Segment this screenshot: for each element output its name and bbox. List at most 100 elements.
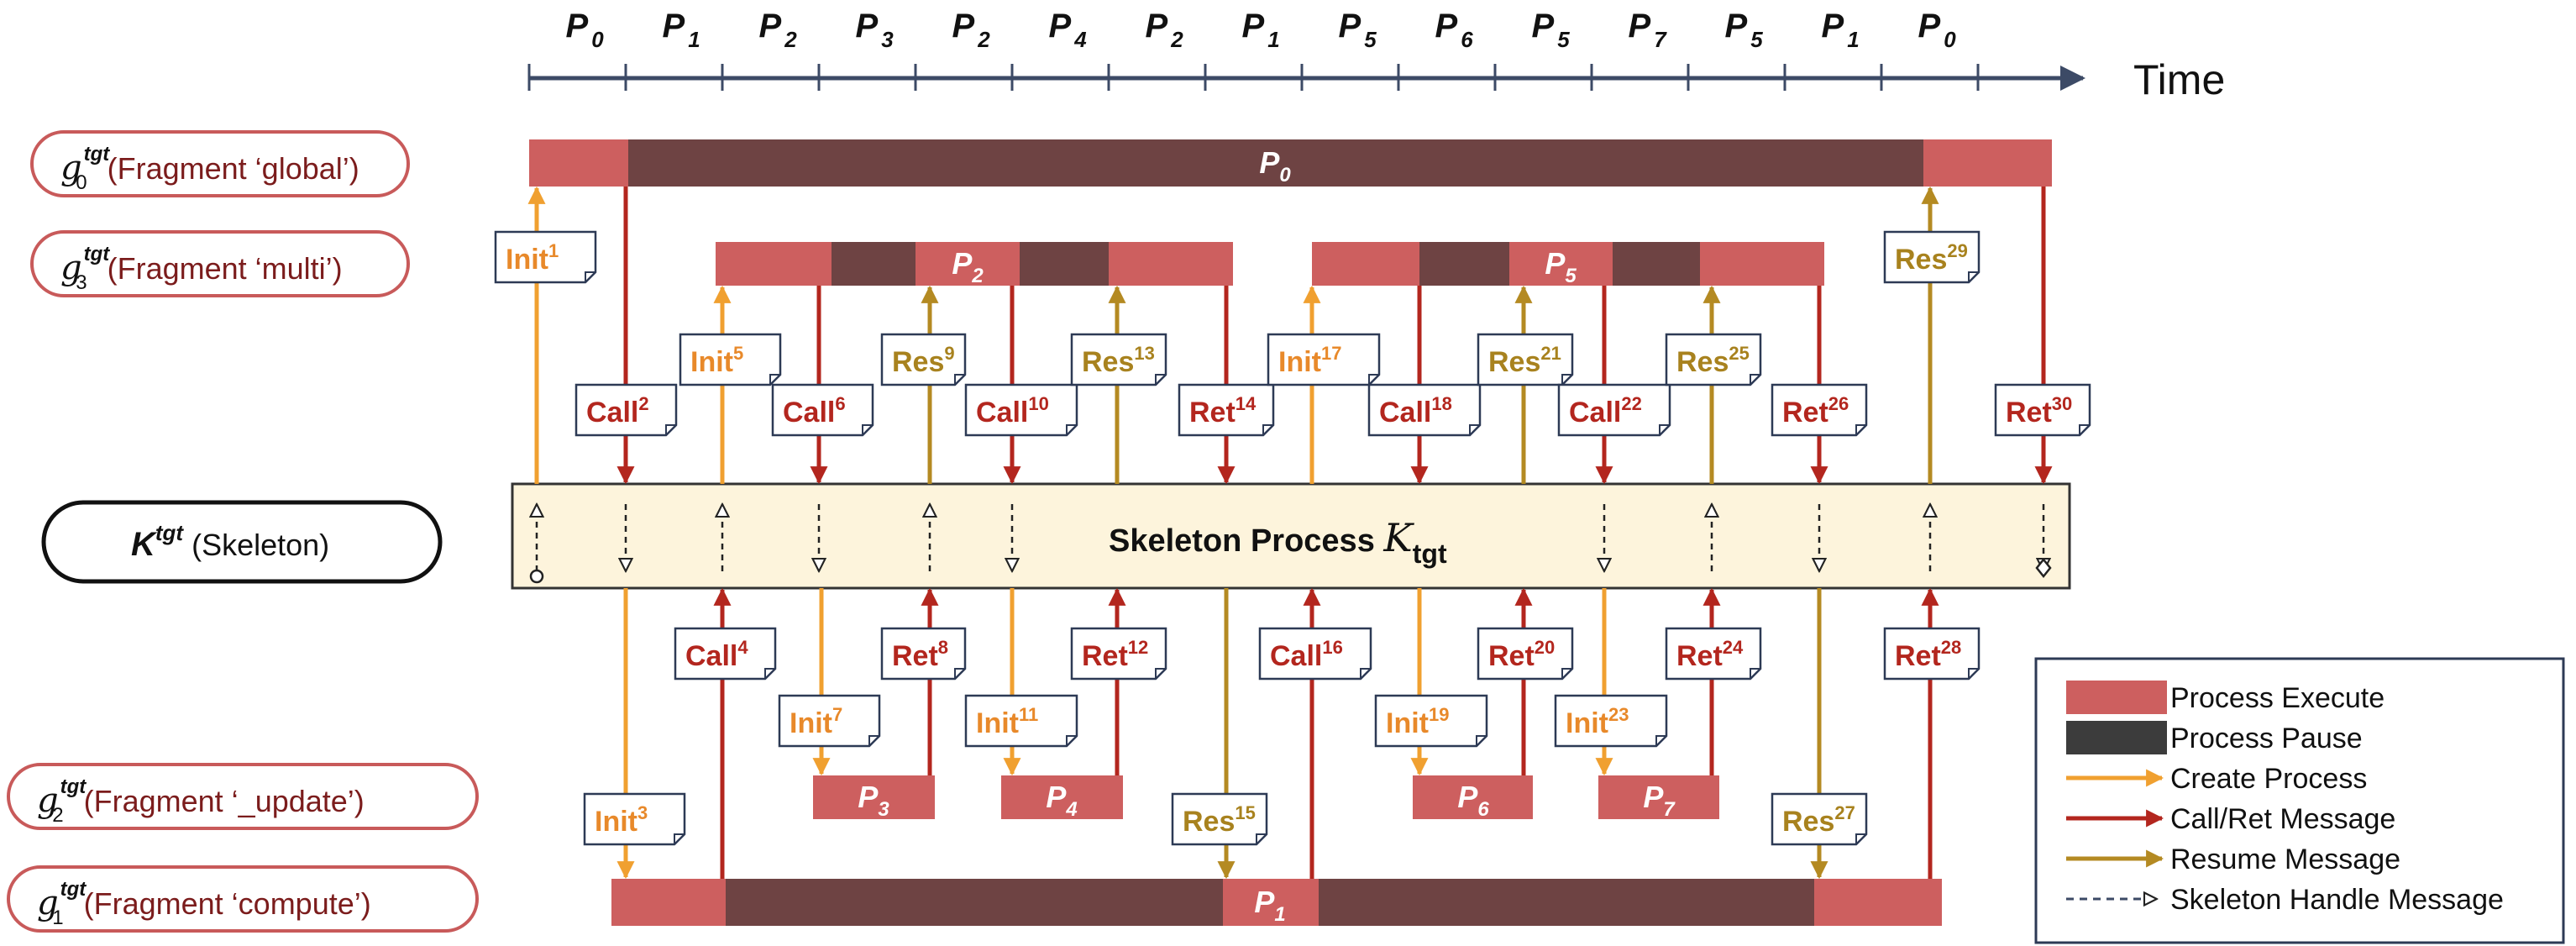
svg-text:Ret12: Ret12 xyxy=(1082,637,1148,672)
message-label-res-9: Res9 xyxy=(880,333,967,386)
process-label: P5 xyxy=(1545,246,1577,287)
process-bar-P7: P7 xyxy=(1598,775,1719,821)
svg-text:Res27: Res27 xyxy=(1782,802,1855,838)
message-label-ret-12: Ret12 xyxy=(1070,627,1167,681)
pause-segment xyxy=(1419,242,1509,286)
process-bar-P2: P2 xyxy=(716,242,1233,287)
execute-segment xyxy=(611,879,726,926)
execute-segment xyxy=(716,242,832,286)
message-label-res-25: Res25 xyxy=(1665,333,1762,386)
skeleton-handle-arrow xyxy=(531,504,543,584)
message-label-init-11: Init11 xyxy=(964,694,1078,748)
message-label-ret-14: Ret14 xyxy=(1178,383,1275,437)
process-label: P2 xyxy=(952,246,984,287)
execute-segment xyxy=(529,139,628,187)
skeleton-process: Skeleton Process Ktgt xyxy=(511,482,2071,590)
legend-item-handle: Skeleton Handle Message xyxy=(2066,884,2504,916)
svg-text:Init19: Init19 xyxy=(1386,704,1449,739)
svg-text:Res25: Res25 xyxy=(1676,343,1750,378)
process-label: P0 xyxy=(1259,145,1291,187)
process-label: P3 xyxy=(858,780,889,821)
svg-text:Ret26: Ret26 xyxy=(1782,393,1849,428)
message-label-init-17: Init17 xyxy=(1267,333,1381,386)
legend-swatch-execute xyxy=(2066,681,2167,714)
legend-item-resume: Resume Message xyxy=(2066,844,2400,875)
message-label-init-3: Init3 xyxy=(583,792,686,846)
process-label: P1 xyxy=(1254,885,1285,926)
message-label-call-16: Call16 xyxy=(1258,627,1372,681)
message-label-call-2: Call2 xyxy=(574,383,678,437)
message-label-ret-24: Ret24 xyxy=(1665,627,1762,681)
svg-text:Res15: Res15 xyxy=(1183,802,1256,838)
message-label-init-23: Init23 xyxy=(1554,694,1668,748)
legend-item-create: Create Process xyxy=(2066,763,2367,795)
svg-text:Call22: Call22 xyxy=(1569,393,1642,428)
execute-segment xyxy=(1312,242,1419,286)
svg-text:Init17: Init17 xyxy=(1278,343,1341,378)
skeleton-process-box xyxy=(511,482,2071,590)
svg-text:Init7: Init7 xyxy=(790,704,842,739)
legend-label: Skeleton Handle Message xyxy=(2170,884,2504,916)
svg-text:Ret20: Ret20 xyxy=(1488,637,1555,672)
pause-segment xyxy=(726,879,1223,926)
execute-segment xyxy=(1109,242,1233,286)
execute-segment xyxy=(916,242,1020,286)
execute-segment xyxy=(1700,242,1824,286)
fragment-label-k: Ktgt (Skeleton) xyxy=(41,500,443,584)
legend-swatch-pause xyxy=(2066,721,2167,754)
message-label-ret-26: Ret26 xyxy=(1771,383,1868,437)
legend-item-callret: Call/Ret Message xyxy=(2066,803,2395,835)
process-label: P4 xyxy=(1046,780,1077,821)
message-label-ret-28: Ret28 xyxy=(1883,627,1981,681)
message-labels: Init1Call2Init3Call4Init5Call6Init7Ret8R… xyxy=(494,230,2091,846)
message-label-call-6: Call6 xyxy=(771,383,874,437)
message-label-res-13: Res13 xyxy=(1070,333,1167,386)
legend-item-pause: Process Pause xyxy=(2066,721,2363,754)
message-label-ret-20: Ret20 xyxy=(1477,627,1574,681)
svg-text:Init5: Init5 xyxy=(690,343,743,378)
svg-text:Init3: Init3 xyxy=(595,802,648,838)
pause-segment xyxy=(1613,242,1700,286)
message-label-init-19: Init19 xyxy=(1374,694,1488,748)
message-label-init-7: Init7 xyxy=(778,694,881,748)
svg-text:Call4: Call4 xyxy=(685,637,748,672)
time-axis-label: Time xyxy=(2133,56,2225,103)
legend-label: Process Pause xyxy=(2170,723,2363,754)
execute-segment xyxy=(1509,242,1613,286)
message-label-call-22: Call22 xyxy=(1557,383,1671,437)
svg-text:Init23: Init23 xyxy=(1566,704,1629,739)
execute-segment xyxy=(1223,879,1319,926)
message-label-ret-30: Ret30 xyxy=(1994,383,2091,437)
skeleton-handle-arrow xyxy=(2035,504,2052,579)
execute-segment xyxy=(1413,775,1533,819)
message-label-res-29: Res29 xyxy=(1883,230,1981,284)
svg-text:Ret8: Ret8 xyxy=(892,637,948,672)
svg-text:Call18: Call18 xyxy=(1379,393,1452,428)
svg-text:Ktgt (Skeleton): Ktgt (Skeleton) xyxy=(131,520,329,563)
execute-segment xyxy=(1598,775,1719,819)
execute-segment xyxy=(1814,879,1942,926)
process-bar-P0: P0 xyxy=(529,139,2052,187)
svg-text:Res21: Res21 xyxy=(1488,343,1561,378)
execute-segment xyxy=(1923,139,2052,187)
